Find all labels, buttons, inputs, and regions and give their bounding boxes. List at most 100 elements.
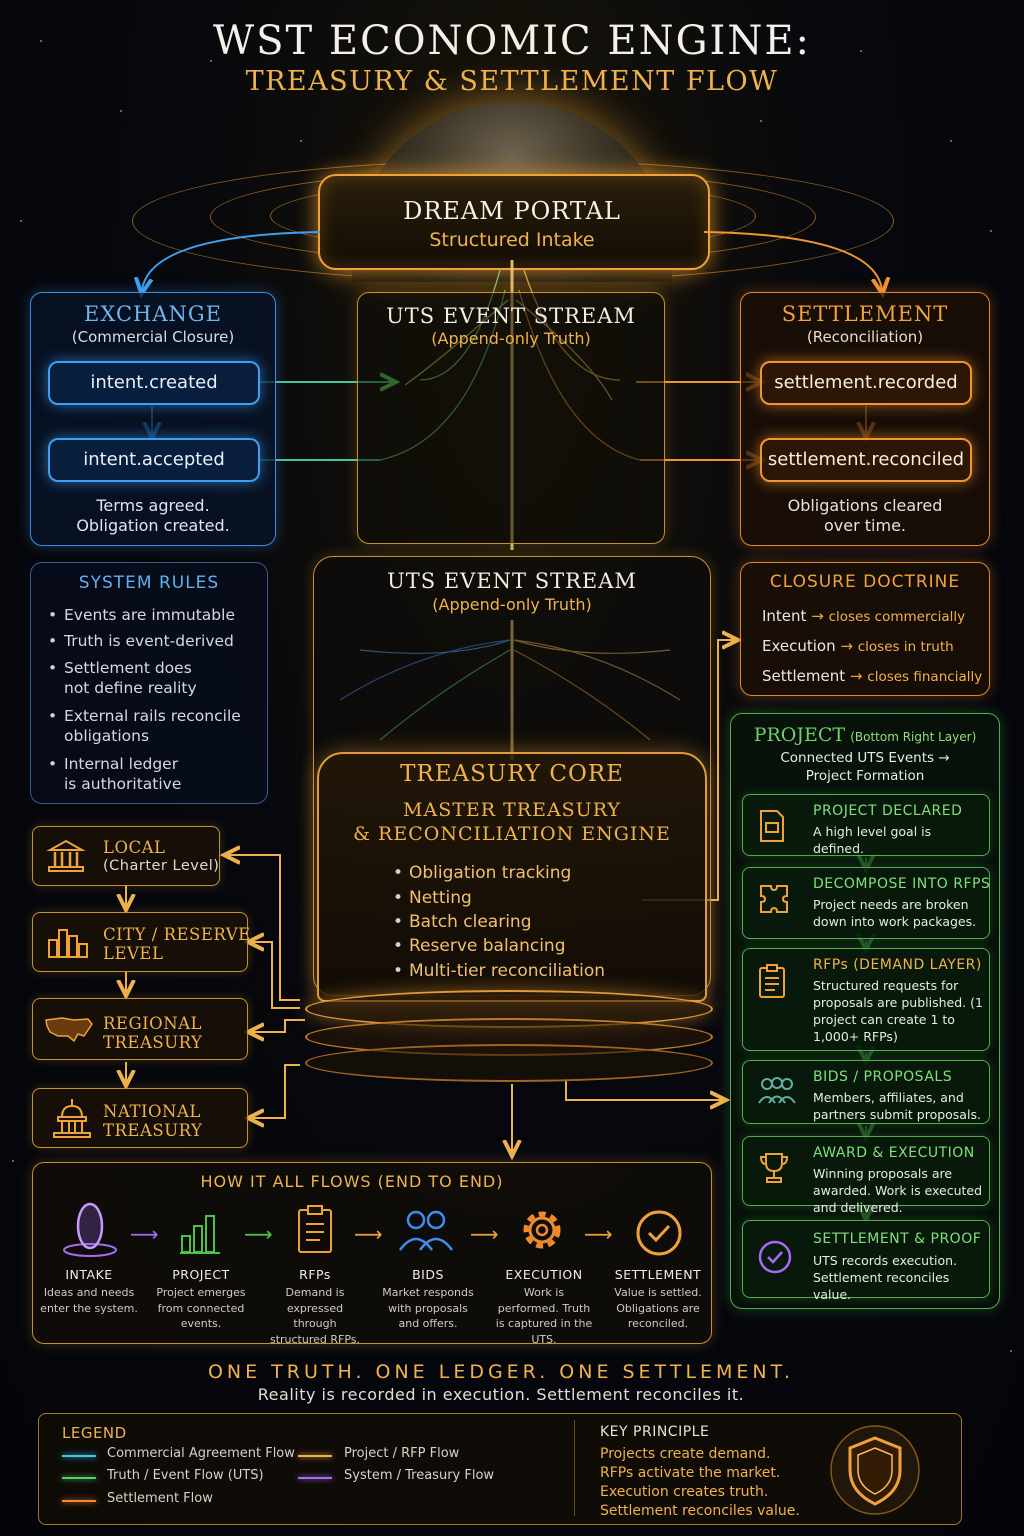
settlement-title: SETTLEMENT	[781, 302, 949, 326]
rule-item: Events are immutable	[48, 605, 254, 625]
closure-desc: closes commercially	[828, 609, 966, 625]
flow-step-desc: Project emerges from connected events.	[156, 1286, 246, 1330]
uts-mid-subtitle: (Append-only Truth)	[432, 595, 592, 614]
event-intent-accepted[interactable]: intent.accepted	[48, 438, 260, 482]
flow-arrow-icon: ⟶	[470, 1222, 499, 1246]
card-title: BIDS / PROPOSALS	[813, 1069, 953, 1085]
exchange-note-1: Terms agreed.	[96, 496, 210, 515]
closure-doctrine-panel	[740, 562, 990, 696]
treasury-item: Batch clearing	[393, 912, 531, 932]
card-title: PROJECT DECLARED	[813, 803, 963, 819]
card-desc: Members, affiliates, and partners submit…	[813, 1090, 981, 1122]
exchange-panel	[30, 292, 276, 546]
treasury-subtitle-1: MASTER TREASURY	[403, 799, 621, 821]
treasury-core-title: TREASURY CORE	[400, 761, 624, 787]
tier-local[interactable]	[32, 826, 220, 886]
key-principle-line: Projects create demand.	[600, 1446, 771, 1462]
flow-step-label: BIDS	[412, 1267, 444, 1282]
tier-city-label: CITY / RESERVE	[103, 925, 251, 944]
dream-portal[interactable]	[318, 174, 710, 270]
legend-label: System / Treasury Flow	[344, 1468, 495, 1483]
tier-national-label: NATIONAL	[103, 1102, 201, 1121]
closure-term: Intent	[762, 607, 807, 625]
tier-national-sublabel: TREASURY	[103, 1121, 203, 1140]
city-skyline-icon	[46, 924, 90, 964]
treasury-item: Multi-tier reconciliation	[393, 961, 605, 981]
project-card-declared[interactable]: PROJECT DECLARED A high level goal is de…	[742, 794, 990, 856]
people-icon	[398, 1208, 454, 1256]
uts-top-title: UTS EVENT STREAM	[386, 304, 636, 328]
bar-chart-icon	[180, 1206, 224, 1258]
tagline-sub: Reality is recorded in execution. Settle…	[257, 1385, 745, 1404]
arrow-right-icon: →	[849, 667, 863, 685]
card-desc: Project needs are broken down into work …	[813, 897, 977, 929]
people-icon	[757, 1075, 797, 1113]
project-card-rfps[interactable]: RFPs (DEMAND LAYER) Structured requests …	[742, 948, 990, 1051]
flow-arrow-icon: ⟶	[130, 1222, 159, 1246]
legend-swatch	[298, 1455, 332, 1457]
legend-swatch	[62, 1477, 96, 1479]
project-title: PROJECT	[753, 724, 846, 746]
tier-local-label: LOCAL	[103, 838, 166, 857]
event-settlement-reconciled[interactable]: settlement.reconciled	[760, 438, 972, 482]
dream-portal-title: DREAM PORTAL	[403, 197, 621, 225]
card-title: AWARD & EXECUTION	[813, 1145, 975, 1161]
tier-local-sublabel: (Charter Level)	[103, 858, 220, 874]
legend-label: Project / RFP Flow	[344, 1446, 460, 1461]
legend-divider	[574, 1420, 575, 1516]
legend-panel	[38, 1413, 962, 1525]
flow-arrow-icon: ⟶	[354, 1222, 383, 1246]
treasury-item: Reserve balancing	[393, 936, 565, 956]
project-subtitle-2: Project Formation	[805, 768, 925, 784]
arrow-right-icon: →	[811, 607, 824, 625]
us-map-icon	[44, 1014, 94, 1048]
project-card-decompose[interactable]: DECOMPOSE INTO RFPS Project needs are br…	[742, 867, 990, 939]
card-desc: Winning proposals are awarded. Work is e…	[813, 1166, 983, 1215]
settlement-subtitle: (Reconciliation)	[806, 328, 924, 346]
end-to-end-flow-panel	[32, 1162, 712, 1344]
card-title: SETTLEMENT & PROOF	[813, 1231, 982, 1247]
puzzle-icon	[757, 882, 791, 924]
portal-icon	[60, 1202, 120, 1262]
flow-step-label: PROJECT	[172, 1267, 230, 1282]
flow-step-label: SETTLEMENT	[614, 1267, 702, 1282]
exchange-title: EXCHANGE	[84, 302, 222, 326]
clipboard-icon	[757, 963, 787, 1007]
system-rules-title: SYSTEM RULES	[78, 573, 220, 593]
closure-row-execution: Execution → closes in truth	[762, 637, 954, 655]
card-title: DECOMPOSE INTO RFPS	[813, 876, 991, 892]
project-card-award[interactable]: AWARD & EXECUTION Winning proposals are …	[742, 1136, 990, 1215]
arrow-right-icon: →	[840, 637, 853, 655]
tagline-main: ONE TRUTH. ONE LEDGER. ONE SETTLEMENT.	[207, 1361, 795, 1383]
legend-title: LEGEND	[62, 1424, 127, 1442]
courthouse-icon	[46, 838, 86, 878]
event-settlement-recorded[interactable]: settlement.recorded	[760, 361, 972, 405]
card-desc: UTS records execution. Settlement reconc…	[813, 1253, 957, 1302]
card-desc: A high level goal is defined.	[813, 824, 932, 856]
legend-swatch	[62, 1500, 96, 1502]
tier-regional-label: REGIONAL	[103, 1014, 203, 1033]
key-principle-line: RFPs activate the market.	[600, 1465, 781, 1481]
uts-event-stream-top	[357, 292, 665, 544]
closure-doctrine-title: CLOSURE DOCTRINE	[769, 572, 961, 592]
legend-label: Truth / Event Flow (UTS)	[107, 1468, 264, 1483]
legend-swatch	[298, 1477, 332, 1479]
project-title-note: (Bottom Right Layer)	[850, 730, 977, 744]
card-desc: Structured requests for proposals are pu…	[813, 978, 983, 1044]
check-circle-icon	[634, 1208, 684, 1262]
flow-step-desc: Ideas and needs enter the system.	[40, 1286, 138, 1315]
project-card-bids[interactable]: BIDS / PROPOSALS Members, affiliates, an…	[742, 1060, 990, 1124]
treasury-item: Obligation tracking	[393, 863, 571, 883]
exchange-note-2: Obligation created.	[76, 516, 230, 535]
settlement-panel	[740, 292, 990, 546]
check-circle-icon	[757, 1239, 793, 1283]
page-title: WST ECONOMIC ENGINE:	[212, 18, 811, 64]
closure-desc: closes financially	[867, 669, 983, 685]
closure-term: Execution	[762, 637, 836, 655]
shield-icon	[820, 1420, 930, 1524]
project-card-settlement-proof[interactable]: SETTLEMENT & PROOF UTS records execution…	[742, 1220, 990, 1302]
legend-label: Commercial Agreement Flow	[107, 1446, 295, 1461]
event-intent-created[interactable]: intent.created	[48, 361, 260, 405]
treasury-item: Netting	[393, 888, 472, 908]
flow-step-label: RFPs	[299, 1267, 331, 1282]
